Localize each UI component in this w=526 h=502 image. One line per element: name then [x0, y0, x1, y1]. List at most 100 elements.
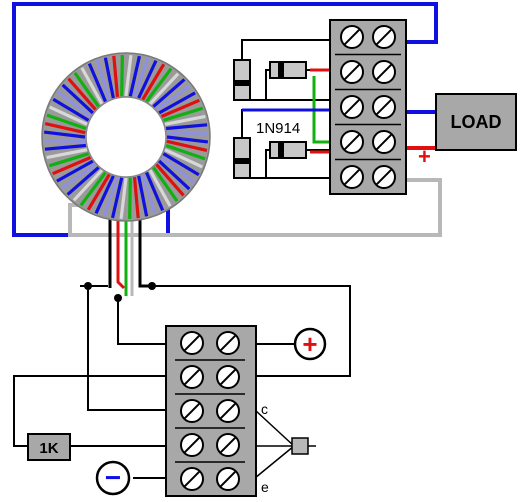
transistor-lead-e: [254, 445, 295, 479]
winding-turn: [155, 84, 192, 111]
winding-turn: [137, 60, 158, 99]
winding-turn: [67, 77, 97, 111]
winding-turn: [120, 55, 124, 97]
winding-turn: [166, 131, 208, 135]
winding-turn: [165, 144, 206, 161]
winding-turn: [56, 90, 92, 118]
winding-turn: [80, 67, 104, 105]
winding-turn: [128, 55, 142, 97]
screw-terminal-icon: [180, 399, 204, 423]
winding-turn: [148, 72, 180, 105]
winding-turn: [166, 139, 208, 153]
screw-terminal-icon: [180, 331, 204, 355]
transistor-lead-c: [254, 409, 295, 447]
winding-turn: [145, 67, 173, 103]
winding-turn: [86, 173, 111, 211]
winding-turn: [44, 139, 86, 143]
screw-terminal-icon: [216, 433, 240, 457]
screw-terminal-icon: [180, 365, 204, 389]
green-tap: [312, 76, 332, 144]
minus-circle-label: −: [105, 462, 121, 493]
right-to-terminal2: [150, 285, 351, 377]
upper-terminal-block: [329, 19, 407, 195]
winding-turn: [46, 148, 88, 160]
winding-turn: [60, 163, 97, 190]
winding-turn: [95, 59, 111, 101]
winding-turn: [119, 177, 128, 220]
junction-dot-left: [84, 282, 92, 290]
winding-turn: [49, 105, 88, 126]
screw-terminal-icon: [372, 130, 396, 154]
junction-dot-right: [148, 282, 156, 290]
winding-turn: [44, 121, 86, 135]
diode-upper-right: [269, 61, 307, 79]
winding-turn: [52, 156, 92, 176]
diode-upper-left: [233, 59, 251, 101]
winding-turn: [102, 176, 119, 217]
winding-turn: [132, 176, 140, 219]
winding-turn: [128, 177, 132, 219]
winding-turn: [137, 175, 149, 217]
screw-terminal-icon: [340, 25, 364, 49]
junction-dot-mid: [114, 294, 122, 302]
winding-turn: [43, 130, 86, 139]
screw-terminal-icon: [216, 467, 240, 491]
load-box: LOAD: [435, 93, 517, 151]
toroid-coil-icon: [41, 52, 211, 222]
plus-terminal-icon: +: [293, 327, 327, 361]
screw-terminal-icon: [372, 165, 396, 189]
diode-lower-left: [233, 137, 251, 179]
winding-turn: [165, 123, 208, 131]
winding-turn: [152, 166, 179, 203]
left-to-terminal3: [87, 286, 168, 411]
winding-turn: [133, 57, 150, 98]
screw-terminal-icon: [372, 60, 396, 84]
screw-terminal-icon: [340, 130, 364, 154]
plus-circle-label: +: [302, 329, 317, 359]
emitter-label: e: [261, 479, 269, 495]
winding-turn: [44, 143, 87, 151]
winding-turn: [145, 171, 165, 211]
winding-turn: [52, 97, 90, 122]
lead-black-right: [138, 198, 150, 288]
diode-lower-right: [269, 141, 307, 159]
winding-turn: [155, 163, 185, 197]
minus-terminal-icon: −: [95, 460, 131, 496]
transistor-icon: [291, 437, 316, 455]
screw-terminal-icon: [340, 165, 364, 189]
winding-turn: [66, 166, 100, 196]
diodes: [233, 59, 307, 179]
winding-turn: [160, 156, 196, 184]
winding-turn: [158, 91, 196, 115]
winding-turn: [94, 175, 115, 214]
winding-turn: [141, 173, 157, 215]
winding-turn: [162, 152, 200, 177]
winding-turn: [141, 63, 166, 101]
screw-terminal-icon: [216, 331, 240, 355]
winding-turn: [79, 171, 107, 207]
winding-turn: [164, 148, 203, 169]
screw-terminal-icon: [372, 95, 396, 119]
winding-turn: [110, 177, 124, 219]
screw-terminal-icon: [340, 60, 364, 84]
screw-terminal-icon: [180, 467, 204, 491]
winding-turn: [148, 169, 172, 207]
winding-turn: [158, 159, 191, 191]
winding-turn: [160, 98, 200, 118]
winding-turn: [73, 71, 100, 108]
winding-turn: [72, 169, 104, 202]
diode-label: 1N914: [256, 120, 300, 137]
lower-terminal-block: [165, 325, 257, 497]
winding-turn: [164, 114, 206, 126]
winding-turn: [162, 106, 204, 122]
screw-terminal-icon: [372, 25, 396, 49]
screw-terminal-icon: [216, 399, 240, 423]
resistor-1k: 1K: [27, 433, 71, 461]
collector-label: c: [261, 401, 268, 417]
load-label: LOAD: [451, 112, 502, 132]
screw-terminal-icon: [340, 95, 364, 119]
junction-dots: [84, 282, 156, 302]
winding-turn: [152, 78, 186, 108]
lead-red: [116, 198, 126, 290]
